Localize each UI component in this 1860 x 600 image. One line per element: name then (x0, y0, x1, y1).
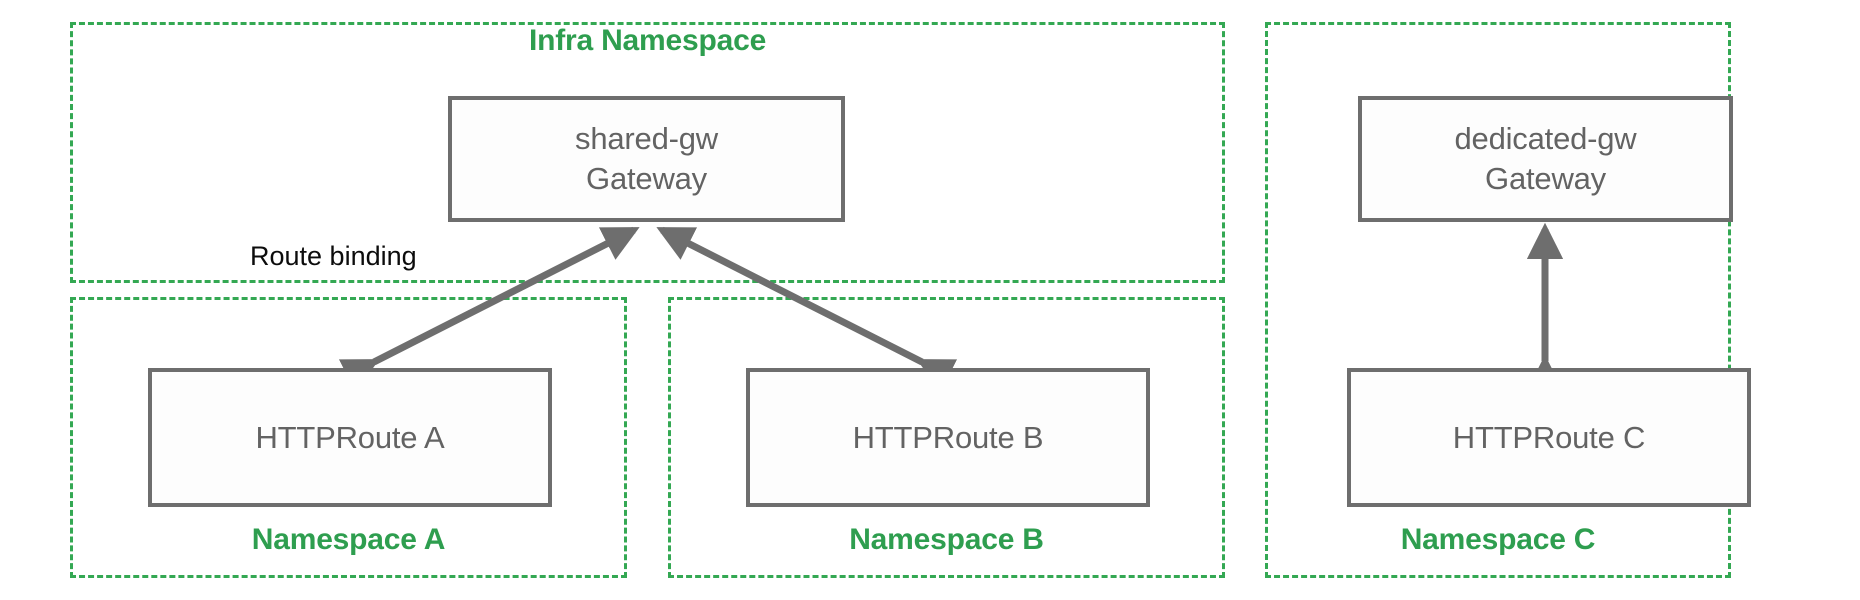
namespace-container-infra (70, 22, 1225, 283)
namespace-label-ns-a: Namespace A (251, 523, 446, 556)
node-shared-gw[interactable]: shared-gw Gateway (448, 96, 845, 222)
edge-label-route-binding: Route binding (250, 241, 417, 271)
node-httproute-c[interactable]: HTTPRoute C (1347, 368, 1751, 507)
namespace-label-ns-c: Namespace C (1400, 523, 1596, 556)
node-httproute-a[interactable]: HTTPRoute A (148, 368, 552, 507)
namespace-label-ns-b: Namespace B (849, 523, 1044, 556)
node-dedicated-gw[interactable]: dedicated-gw Gateway (1358, 96, 1733, 222)
node-httproute-b[interactable]: HTTPRoute B (746, 368, 1150, 507)
namespace-label-infra: Infra Namespace (528, 24, 767, 57)
namespace-container-ns-c (1265, 22, 1731, 578)
